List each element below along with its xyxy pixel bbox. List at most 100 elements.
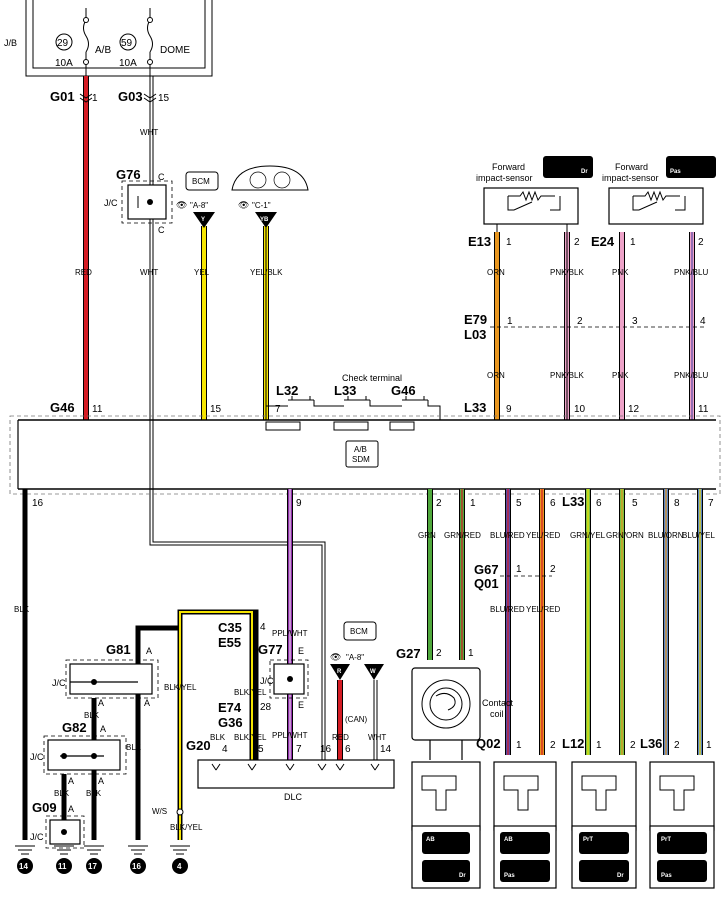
connector-g03-symbol — [143, 93, 157, 103]
connector-l36: L36 — [640, 736, 662, 751]
sdm-label-2: SDM — [352, 455, 370, 464]
arrow-w-icon — [364, 664, 384, 680]
pin-sdm-1: 1 — [470, 498, 476, 509]
c35-e55: C35 E55 4 — [218, 620, 266, 650]
ground-4: W/S BLK/YEL 4 — [152, 807, 203, 874]
wire-label-orn-1: ORN — [487, 268, 505, 277]
connector-l33-right: L33 — [464, 400, 486, 415]
junction-block: J/B 29 10A A/B 59 10A DOME — [4, 0, 213, 77]
pin-e13-1: 1 — [506, 237, 512, 248]
dr-tag-2: Dr — [459, 873, 466, 879]
wire-label-grn-yel: GRN/YEL — [570, 531, 606, 540]
wire-label-blk-g81: BLK — [84, 711, 100, 720]
pin-l36-1: 1 — [706, 740, 712, 751]
pretensioner-icon-pas-1 — [657, 832, 707, 854]
airbag-dr-icon — [543, 156, 593, 178]
connector-g67-q01: G67 Q01 1 2 BLU/RED YEL/RED — [474, 562, 560, 614]
connector-g67: G67 — [474, 562, 499, 577]
pas-tag-3: Pas — [661, 873, 672, 879]
fuse-29-rating: 10A — [55, 58, 73, 69]
dlc: G20 DLC BLK 4 5 7 16 6 14 — [186, 733, 395, 802]
ground-11-icon — [56, 858, 72, 874]
tag-w: W — [370, 669, 376, 675]
bcm-label-2: BCM — [350, 627, 368, 636]
ground-14-label: 14 — [19, 862, 28, 871]
pretensioner-l12: L12 1 2 PrT Dr — [562, 736, 637, 889]
pin-e79-4: 4 — [700, 316, 706, 327]
connector-e79: E79 — [464, 312, 487, 327]
coil-icon — [435, 692, 456, 711]
jc-g82-label: J/C — [30, 752, 44, 762]
connector-c35: C35 — [218, 620, 242, 635]
tag-y: Y — [201, 217, 205, 223]
wire-label-pnk-1: PNK — [612, 268, 629, 277]
eye-icon: 👁 — [176, 200, 187, 210]
dr-tag-1: Dr — [581, 169, 588, 175]
wire-label-wht-mid: WHT — [140, 268, 158, 277]
connector-e74: E74 — [218, 700, 242, 715]
connector-g03: G03 — [118, 89, 143, 104]
can-label: (CAN) — [345, 715, 368, 724]
pin-g81-a-left: A — [98, 698, 104, 708]
ground-16: 16 — [128, 845, 148, 874]
pin-g82-a-left: A — [68, 776, 74, 786]
wire-label-yel: YEL — [194, 268, 210, 277]
pin-q02-1: 1 — [516, 740, 522, 751]
sensor-pas-label-2: impact-sensor — [602, 173, 659, 183]
wire-label-blk-yel: BLK/YEL — [164, 683, 197, 692]
pin-l33-9: 9 — [506, 404, 512, 415]
airbag-pas-icon — [666, 156, 716, 178]
pin-e13-2: 2 — [574, 237, 580, 248]
pin-e79-1: 1 — [507, 316, 513, 327]
connector-l03: L03 — [464, 327, 486, 342]
connector-e24: E24 — [591, 234, 615, 249]
connector-g01: G01 — [50, 89, 75, 104]
wire-label-blk-yel-3: BLK/YEL — [234, 733, 267, 742]
pin-dlc-5: 5 — [258, 744, 264, 755]
airbag-icon-dr-1 — [422, 832, 470, 854]
pretensioner-icon-pas-2 — [657, 860, 707, 882]
wire-label-blk-yel-ground: BLK/YEL — [170, 823, 203, 832]
ground-16-icon — [130, 858, 146, 874]
pas-tag-2: Pas — [504, 873, 515, 879]
wire-label-blk-g81-right: BLK — [126, 743, 142, 752]
ref-a8-1: "A-8" — [190, 201, 208, 210]
pin-g81-a-top: A — [146, 646, 152, 656]
airbag-module-pas: Q02 1 2 AB Pas — [476, 736, 557, 889]
sensor-dr-label: Forward — [492, 162, 525, 172]
wire-label-blu-orn: BLU/ORN — [648, 531, 684, 540]
contact-coil-label-2: coil — [490, 709, 504, 719]
pin-sdm-6: 6 — [550, 498, 556, 509]
pin-g67-1: 1 — [516, 564, 522, 575]
forward-impact-sensor-dr: Forward impact-sensor Dr E13 1 2 — [468, 156, 593, 249]
connector-e79-l03: E79 L03 1 2 3 4 — [464, 312, 706, 342]
pin-l33b-6: 6 — [596, 498, 602, 509]
fuse-29-number: 29 — [57, 38, 69, 49]
pin-g46-11: 11 — [92, 404, 103, 415]
joint-connector-g76: G76 J/C C C — [104, 167, 173, 235]
fuse-29-name: A/B — [95, 45, 111, 56]
ground-4-label: 4 — [177, 862, 182, 871]
ground-17-label: 17 — [88, 862, 97, 871]
combination-meter-icon — [231, 165, 309, 191]
ab-tag-dr: AB — [426, 837, 435, 843]
pretensioner-icon-dr-1 — [579, 832, 629, 854]
pin-l33b-7: 7 — [708, 498, 714, 509]
wire-label-blk-g82: BLK — [54, 789, 70, 798]
eye-icon-3: 👁 — [330, 652, 341, 662]
pin-dlc-14: 14 — [380, 744, 392, 755]
pin-g27-1: 1 — [468, 648, 474, 659]
check-terminal: Check terminal L32 L33 G46 — [265, 373, 441, 431]
dr-tag-3: Dr — [617, 873, 624, 879]
wire-label-pnk-2: PNK — [612, 371, 629, 380]
jc-g09-label: J/C — [30, 832, 44, 842]
pin-g46-15: 15 — [210, 404, 222, 415]
sensor-dr-label-2: impact-sensor — [476, 173, 533, 183]
pin-g77-e-bottom: E — [298, 700, 304, 710]
ground-11-label: 11 — [58, 862, 67, 871]
wire-label-grn-orn: GRN/ORN — [606, 531, 644, 540]
wire-blk-yel — [177, 609, 255, 840]
pin-g27-2: 2 — [436, 648, 442, 659]
pin-l12-2: 2 — [630, 740, 636, 751]
wire-label-orn-2: ORN — [487, 371, 505, 380]
